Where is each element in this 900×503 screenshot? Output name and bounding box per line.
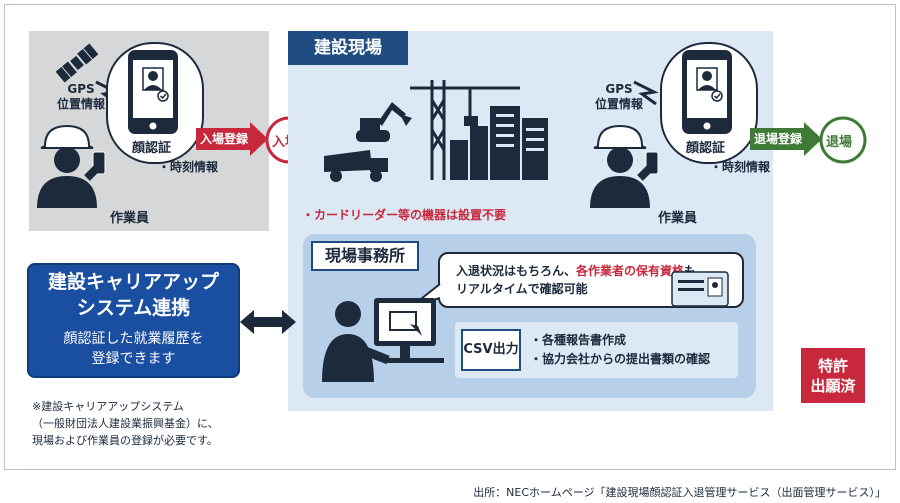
- site-title: 建設現場: [288, 31, 408, 65]
- bubble-highlight: 各作業者の保有資格: [576, 264, 685, 278]
- footnote-line: ※建設キャリアアップシステム: [32, 400, 184, 413]
- gps-label-line: 位置情報: [56, 97, 105, 111]
- gps-label-line: 位置情報: [594, 97, 643, 111]
- bubble-text: 入退状況はもちろん、: [456, 264, 577, 278]
- figure-frame: [4, 4, 896, 470]
- face-auth-label: 顔認証: [686, 141, 726, 156]
- worker-icon: [37, 124, 106, 208]
- source-citation: 出所：NECホームページ「建設現場顔認証入退管理サービス（出面管理サービス）」: [473, 486, 886, 499]
- exit-result: 退場: [826, 135, 853, 150]
- exit-arrow-label: 退場登録: [754, 132, 803, 146]
- smartphone-icon: [128, 50, 178, 134]
- face-auth-label: 顔認証: [132, 141, 172, 156]
- signal-icon: [633, 80, 659, 106]
- time-info-label: ・時刻情報: [158, 160, 219, 174]
- exit-arrow: [750, 122, 822, 156]
- csv-item: ・各種報告書作成: [530, 333, 627, 347]
- office-bubble-line1: 入退状況はもちろん、各作業者の保有資格も: [456, 262, 696, 279]
- smartphone-icon: [682, 50, 732, 134]
- construction-illustration: [324, 80, 548, 182]
- career-title: 建設キャリアアップ システム連携: [27, 269, 240, 321]
- career-desc: 顔認証した就業履歴を 登録できます: [27, 329, 240, 369]
- career-desc-line: 顔認証した就業履歴を: [63, 331, 204, 347]
- patent-line: 出願済: [810, 376, 856, 395]
- gps-label: GPS 位置情報: [52, 82, 110, 112]
- csv-item: ・協力会社からの提出書類の確認: [530, 352, 711, 366]
- footnote-line: 現場および作業員の登録が必要です。: [32, 434, 218, 447]
- sync-double-arrow: [240, 310, 296, 334]
- gps-label-line: GPS: [67, 82, 95, 96]
- career-desc-line: 登録できます: [91, 351, 176, 367]
- worker-icon: [590, 124, 659, 208]
- worker-label: 作業員: [110, 211, 150, 226]
- career-title-line: 建設キャリアアップ: [47, 271, 219, 293]
- csv-label: CSV出力: [461, 329, 521, 371]
- id-card-icon: [671, 271, 729, 307]
- entry-arrow-label: 入場登録: [200, 132, 249, 146]
- exit-circle: [819, 116, 867, 164]
- satellite-icon: [55, 43, 99, 83]
- gps-label-line: GPS: [605, 82, 633, 96]
- no-reader-note: ・カードリーダー等の機器は設置不要: [302, 208, 507, 222]
- footnote-line: （一般財団法人建設業振興基金）に、: [32, 417, 219, 430]
- csv-items: ・各種報告書作成 ・協力会社からの提出書類の確認: [530, 331, 710, 369]
- office-title: 現場事務所: [311, 241, 419, 271]
- entry-arrow: [196, 122, 268, 156]
- patent-line: 特許: [817, 356, 848, 375]
- worker-label: 作業員: [658, 211, 698, 226]
- footnote: ※建設キャリアアップシステム （一般財団法人建設業振興基金）に、 現場および作業…: [32, 398, 219, 449]
- time-info-label: ・時刻情報: [710, 160, 771, 174]
- gps-label: GPS 位置情報: [590, 82, 648, 112]
- office-bubble-line2: リアルタイムで確認可能: [456, 282, 588, 296]
- career-title-line: システム連携: [76, 297, 191, 319]
- patent-pending-badge: 特許 出願済: [801, 348, 865, 403]
- office-worker-icon: [322, 298, 444, 382]
- career-up-system-box: 建設キャリアアップ システム連携 顔認証した就業履歴を 登録できます: [27, 263, 240, 378]
